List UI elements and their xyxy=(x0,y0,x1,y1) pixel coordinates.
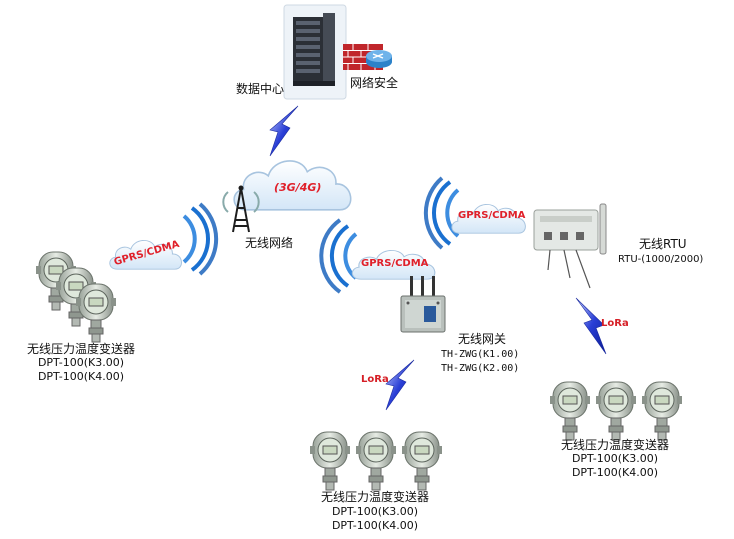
network-cloud-label: (3G/4G) xyxy=(274,181,322,194)
sensor-group-right-title: 无线压力温度变送器 xyxy=(560,438,669,452)
sensor-group-left-model-1: DPT-100(K3.00) xyxy=(37,356,125,369)
sensor-group-right-model-1: DPT-100(K3.00) xyxy=(571,452,659,465)
sensor-group-left-title: 无线压力温度变送器 xyxy=(26,342,135,356)
sensor-group-right xyxy=(550,380,690,440)
sensor-group-center-model-1: DPT-100(K3.00) xyxy=(331,505,419,518)
radio-tower-icon xyxy=(222,185,260,233)
lora-center-label: LoRa xyxy=(361,374,389,385)
lightning-bolt-center-icon xyxy=(385,359,415,411)
pressure-transmitter-icon xyxy=(356,430,396,492)
network-security-label: 网络安全 xyxy=(350,76,399,90)
pressure-transmitter-icon xyxy=(550,380,590,442)
gateway-device-icon xyxy=(400,276,446,333)
firewall-icon xyxy=(343,44,392,70)
rtu-device-icon xyxy=(533,203,607,289)
gateway-label: 无线网关 xyxy=(458,332,507,346)
sensor-group-center xyxy=(310,430,450,490)
pressure-transmitter-icon xyxy=(310,430,350,492)
sensor-group-center-model-2: DPT-100(K4.00) xyxy=(331,519,419,532)
sensor-group-right-model-2: DPT-100(K4.00) xyxy=(571,466,659,479)
sensor-group-left-model-2: DPT-100(K4.00) xyxy=(37,370,125,383)
gprs-label-center: GPRS/CDMA xyxy=(361,258,429,269)
data-center-label: 数据中心 xyxy=(236,82,285,96)
gateway-model-2: TH-ZWG(K2.00) xyxy=(441,363,520,374)
lightning-bolt-top-icon xyxy=(269,105,299,157)
sensor-group-left xyxy=(30,250,140,320)
server-rack-icon xyxy=(283,4,347,100)
rtu-model: RTU-(1000/2000) xyxy=(618,254,704,265)
wave-arcs-left-icon xyxy=(182,202,219,276)
pressure-transmitter-icon xyxy=(596,380,636,442)
pressure-transmitter-icon xyxy=(642,380,682,442)
data-center-node xyxy=(283,4,347,100)
gprs-label-right: GPRS/CDMA xyxy=(458,210,526,221)
rtu-label: 无线RTU xyxy=(639,237,687,251)
pressure-transmitter-icon xyxy=(76,282,116,344)
lightning-bolt-right-icon xyxy=(575,297,607,355)
sensor-group-center-title: 无线压力温度变送器 xyxy=(320,490,429,504)
lora-right-label: LoRa xyxy=(601,318,629,329)
gateway-model-1: TH-ZWG(K1.00) xyxy=(441,349,520,360)
wireless-network-label: 无线网络 xyxy=(245,236,294,250)
pressure-transmitter-icon xyxy=(402,430,442,492)
